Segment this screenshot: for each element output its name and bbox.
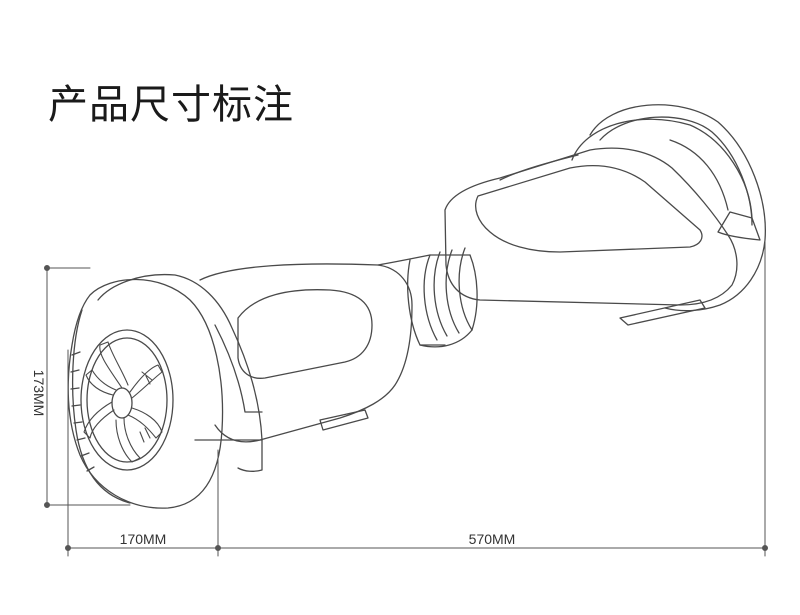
wheel-spokes	[83, 341, 163, 463]
wheel-rim	[80, 329, 174, 471]
left-wheel	[67, 278, 224, 509]
dimension-lines	[44, 239, 768, 557]
page-title: 产品尺寸标注	[48, 82, 294, 128]
height-label: 173MM	[31, 370, 47, 417]
wheel-width-label: 170MM	[120, 531, 167, 547]
right-deck	[444, 147, 738, 326]
wheel-hub	[111, 387, 133, 419]
right-wheel	[589, 104, 766, 312]
tire-tread	[70, 351, 95, 472]
center-hinge	[377, 247, 478, 348]
right-fender	[571, 118, 761, 241]
left-deck	[199, 263, 413, 443]
length-label: 570MM	[469, 531, 516, 547]
